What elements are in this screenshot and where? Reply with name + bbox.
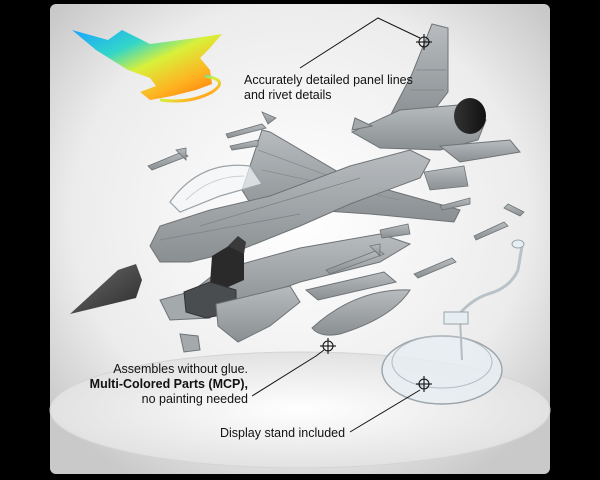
callout-stand: Display stand included bbox=[220, 426, 345, 441]
fuel-tank bbox=[311, 289, 411, 336]
small-parts bbox=[261, 111, 469, 239]
canopy bbox=[169, 164, 263, 213]
rainbow-jet-logo-icon bbox=[72, 30, 222, 103]
crosshair-icon bbox=[320, 338, 336, 354]
missile bbox=[147, 123, 525, 279]
callout-stand-line1: Display stand included bbox=[220, 426, 346, 440]
callout-panel-lines-line1: Accurately detailed panel lines bbox=[244, 73, 413, 87]
intake-panel bbox=[215, 285, 301, 343]
callout-assembly-line2: Multi-Colored Parts (MCP), bbox=[89, 377, 248, 391]
crosshair-icon bbox=[416, 34, 432, 50]
small-part bbox=[179, 333, 201, 353]
leader-lines bbox=[251, 17, 421, 433]
callout-assembly-line1: Assembles without glue. bbox=[113, 362, 248, 376]
crosshair-icon bbox=[416, 376, 432, 392]
ejection-seat bbox=[210, 236, 246, 288]
callout-panel-lines: Accurately detailed panel lines and rive… bbox=[244, 73, 413, 103]
main-fuselage bbox=[149, 149, 431, 263]
engine-nozzle bbox=[454, 98, 486, 134]
external-tank bbox=[304, 271, 398, 301]
callout-panel-lines-line2: and rivet details bbox=[244, 88, 332, 102]
callout-assembly-line3: no painting needed bbox=[141, 392, 248, 406]
nose-cone bbox=[70, 264, 142, 314]
rear-fuselage bbox=[350, 98, 487, 151]
horizontal-stabilizer bbox=[438, 139, 521, 163]
display-stand bbox=[381, 239, 525, 405]
callout-assembly: Assembles without glue. Multi-Colored Pa… bbox=[90, 362, 248, 407]
